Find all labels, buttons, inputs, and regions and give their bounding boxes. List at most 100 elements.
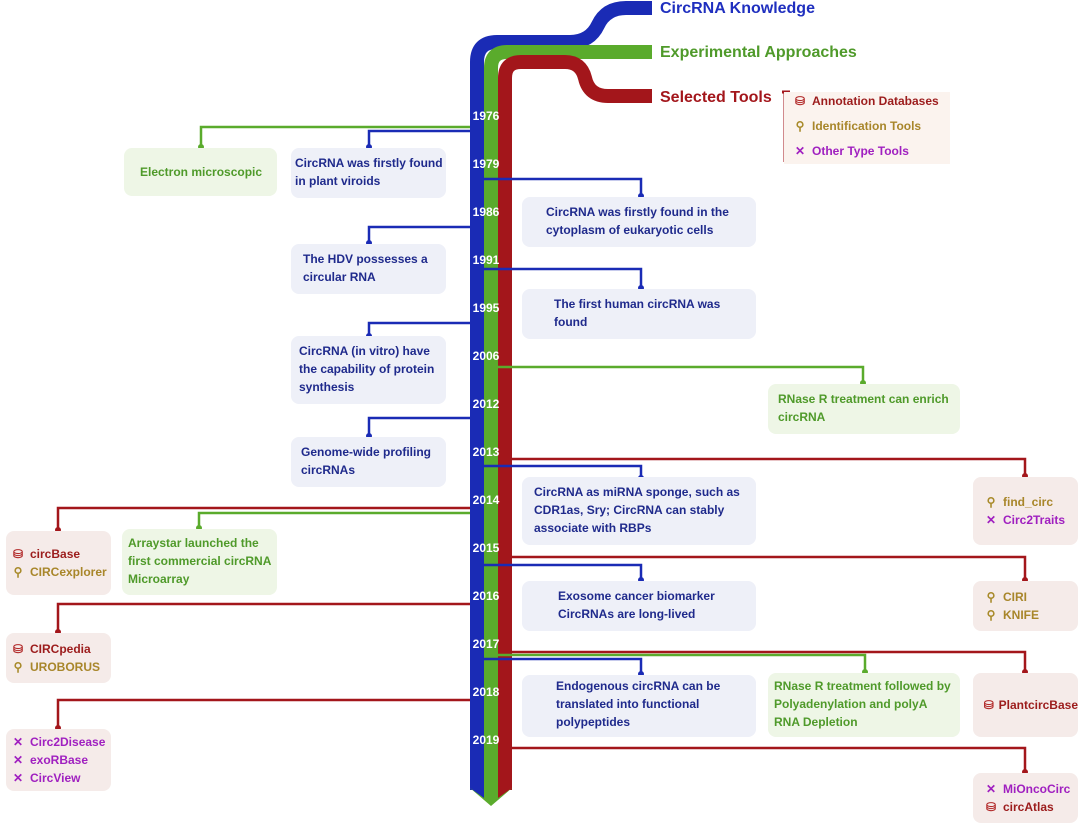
tools-icon: ✕ <box>985 782 997 796</box>
header-tools: Selected Tools <box>660 89 772 106</box>
year-label: 1976 <box>472 109 500 123</box>
tools-icon: ✕ <box>12 771 24 785</box>
tools-trunk <box>498 110 512 790</box>
box-line: in plant viroids <box>295 174 381 188</box>
tool-item: ⛁CIRCpedia <box>10 640 111 658</box>
header-experimental: Experimental Approaches <box>660 44 857 61</box>
box-line: CircRNA as miRNA sponge, such as <box>534 485 740 499</box>
tool-box-2017: ⛁PlantcircBase <box>973 673 1078 737</box>
magnifier-icon: ⚲ <box>986 495 996 509</box>
knowledge-box-2006: CircRNA (in vitro) have the capability o… <box>291 336 446 404</box>
tools-icon: ✕ <box>12 735 24 749</box>
box-line: RNase R treatment followed by <box>774 679 951 693</box>
knowledge-box-1979: CircRNA was firstly found in plant viroi… <box>291 148 446 198</box>
year-label: 2018 <box>472 685 500 699</box>
tools-icon: ✕ <box>794 144 806 158</box>
box-line: found <box>554 315 588 329</box>
connector-2013-tool <box>512 457 1027 476</box>
tool-item: ⛁PlantcircBase <box>983 696 1078 714</box>
box-line: circular RNA <box>303 270 376 284</box>
connector-2012 <box>367 416 470 436</box>
box-line: The first human circRNA was <box>554 297 721 311</box>
connector-2016-tool <box>56 602 470 632</box>
box-line: cytoplasm of eukaryotic cells <box>546 223 714 237</box>
year-label: 1995 <box>472 301 500 315</box>
knowledge-box-2016: Exosome cancer biomarker CircRNAs are lo… <box>522 581 756 631</box>
year-label: 2019 <box>472 733 500 747</box>
tool-name: CIRCpedia <box>30 642 91 656</box>
box-line: Electron microscopic <box>140 165 263 179</box>
tool-box-2018: ✕Circ2Disease✕exoRBase✕CircView <box>6 729 111 791</box>
tool-item: ✕CircView <box>10 769 111 787</box>
year-label: 2013 <box>472 445 500 459</box>
tool-box-2015: ⚲CIRI⚲KNIFE <box>973 581 1078 631</box>
tool-name: Circ2Traits <box>1003 513 1066 527</box>
tool-item: ⚲ find_circ <box>983 493 1078 511</box>
tool-box-2014: ⛁ circBase ⚲CIRCexplorer <box>6 531 111 595</box>
year-label: 1979 <box>472 157 500 171</box>
trunk-tip-right <box>498 788 512 798</box>
magnifier-icon: ⚲ <box>13 660 23 674</box>
experimental-trunk <box>484 110 498 790</box>
tool-item: ⛁ circBase <box>10 545 111 563</box>
legend-other-label: Other Type Tools <box>812 144 909 158</box>
tool-item: ⚲UROBORUS <box>10 658 111 676</box>
connector-2015-tool <box>512 555 1027 580</box>
connector-2016 <box>484 563 643 580</box>
knowledge-box-1995: The first human circRNA was found <box>522 289 756 339</box>
tool-item: ⚲CIRCexplorer <box>10 563 111 581</box>
tools-icon: ✕ <box>12 753 24 767</box>
year-label: 2012 <box>472 397 500 411</box>
legend-annotation: ⛁ Annotation Databases <box>792 94 939 108</box>
connector-2017-exp <box>498 653 867 672</box>
box-line: CircRNA was firstly found in the <box>546 205 729 219</box>
box-line: Genome-wide profiling <box>301 445 432 459</box>
tool-name: find_circ <box>1003 495 1054 509</box>
tool-name: circAtlas <box>1003 800 1054 814</box>
year-label: 2006 <box>472 349 500 363</box>
box-line: translated into functional <box>556 697 700 711</box>
connector-1976 <box>199 125 470 147</box>
tool-item: ✕ Circ2Disease <box>10 733 111 751</box>
tool-name: circBase <box>30 547 81 561</box>
magnifier-icon: ⚲ <box>795 119 805 133</box>
knowledge-box-2012: Genome-wide profiling circRNAs <box>291 437 446 487</box>
box-line: polypeptides <box>556 715 631 729</box>
tools-branch <box>498 55 652 120</box>
box-line: Exosome cancer biomarker <box>558 589 715 603</box>
box-line: RNase R treatment can enrich <box>778 392 949 406</box>
tool-box-2016: ⛁CIRCpedia⚲UROBORUS <box>6 633 111 683</box>
experimental-box-1976: Electron microscopic <box>124 148 277 196</box>
knowledge-box-2013: CircRNA as miRNA sponge, such as CDR1as,… <box>522 477 756 545</box>
tool-item: ⛁circAtlas <box>983 798 1078 816</box>
tool-name: Circ2Disease <box>30 735 106 749</box>
magnifier-icon: ⚲ <box>986 590 996 604</box>
knowledge-trunk <box>470 110 484 790</box>
year-label: 1986 <box>472 205 500 219</box>
tool-name: PlantcircBase <box>998 698 1078 712</box>
knowledge-box-1991: The HDV possesses a circular RNA <box>291 244 446 294</box>
box-line: associate with RBPs <box>534 521 652 535</box>
connector-2013 <box>484 464 643 478</box>
magnifier-icon: ⚲ <box>986 608 996 622</box>
year-label: 2017 <box>472 637 500 651</box>
box-line: the capability of protein <box>299 362 435 376</box>
box-line: circRNA <box>778 410 826 424</box>
connector-1991 <box>367 225 470 243</box>
box-line: CircRNA (in vitro) have <box>299 344 430 358</box>
year-label: 2015 <box>472 541 500 555</box>
database-icon: ⛁ <box>12 547 24 561</box>
box-line: Endogenous circRNA can be <box>556 679 721 693</box>
year-label: 2014 <box>472 493 500 507</box>
connector-2006 <box>367 321 470 336</box>
tool-name: KNIFE <box>1003 608 1039 622</box>
connector-2017 <box>484 657 643 674</box>
tool-item: ⚲ KNIFE <box>983 606 1078 624</box>
box-line: first commercial circRNA <box>128 554 272 568</box>
box-line: RNA Depletion <box>774 715 858 729</box>
box-line: Microarray <box>128 572 190 586</box>
knowledge-box-1986: CircRNA was firstly found in the cytopla… <box>522 197 756 247</box>
box-line: The HDV possesses a <box>303 252 428 266</box>
tool-item: ⚲CIRI <box>983 588 1078 606</box>
